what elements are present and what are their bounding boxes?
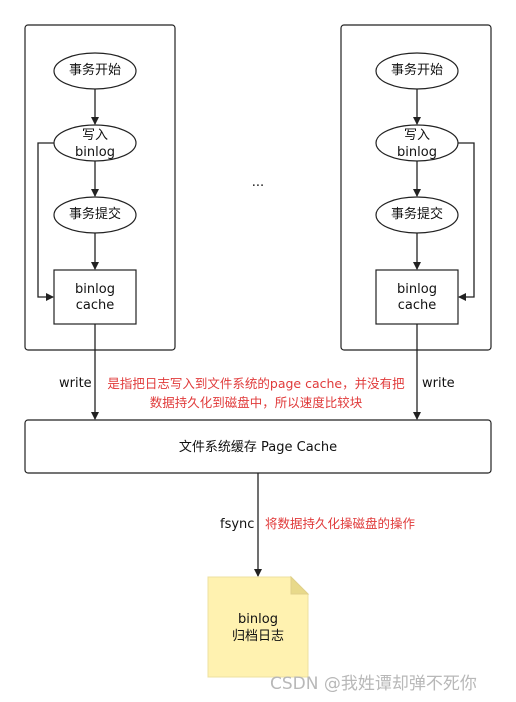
write-note-line2: 数据持久化到磁盘中，所以速度比较块 <box>149 395 363 410</box>
left-cache-node <box>53 269 137 325</box>
fsync-label: fsync <box>220 517 255 532</box>
ellipsis-label: ... <box>251 175 265 190</box>
left-write-label-line1: 写入 <box>81 128 109 143</box>
write-note-line1: 是指把日志写入到文件系统的page cache，并没有把 <box>107 376 405 391</box>
fsync-note: 将数据持久化操磁盘的操作 <box>265 516 416 531</box>
left-arrow-write-to-cache <box>37 142 54 301</box>
left-cache-label-line2: cache <box>75 298 115 313</box>
left-write-label-line2: binlog <box>75 145 115 160</box>
right-commit-label: 事务提交 <box>390 207 444 222</box>
left-transaction-container <box>24 24 176 351</box>
right-write-label-line1: 写入 <box>403 128 431 143</box>
right-cache-node <box>375 269 459 325</box>
left-start-label: 事务开始 <box>68 63 122 78</box>
watermark: CSDN @我姓谭却弹不死你 <box>270 674 477 694</box>
right-write-label-line2: binlog <box>397 145 437 160</box>
left-write-label: write <box>59 376 92 391</box>
right-start-label: 事务开始 <box>390 63 444 78</box>
right-write-label: write <box>422 376 455 391</box>
note-fold <box>290 575 310 595</box>
right-transaction-container <box>340 24 492 351</box>
right-cache-label-line2: cache <box>397 298 437 313</box>
archive-label-line2: 归档日志 <box>231 629 285 644</box>
right-arrow-write-to-cache <box>458 142 475 301</box>
left-commit-label: 事务提交 <box>68 207 122 222</box>
right-cache-label-line1: binlog <box>397 282 437 297</box>
page-cache-label: 文件系统缓存 Page Cache <box>178 440 338 455</box>
archive-label-line1: binlog <box>238 612 278 627</box>
binlog-archive-note <box>207 576 309 678</box>
left-cache-label-line1: binlog <box>75 282 115 297</box>
